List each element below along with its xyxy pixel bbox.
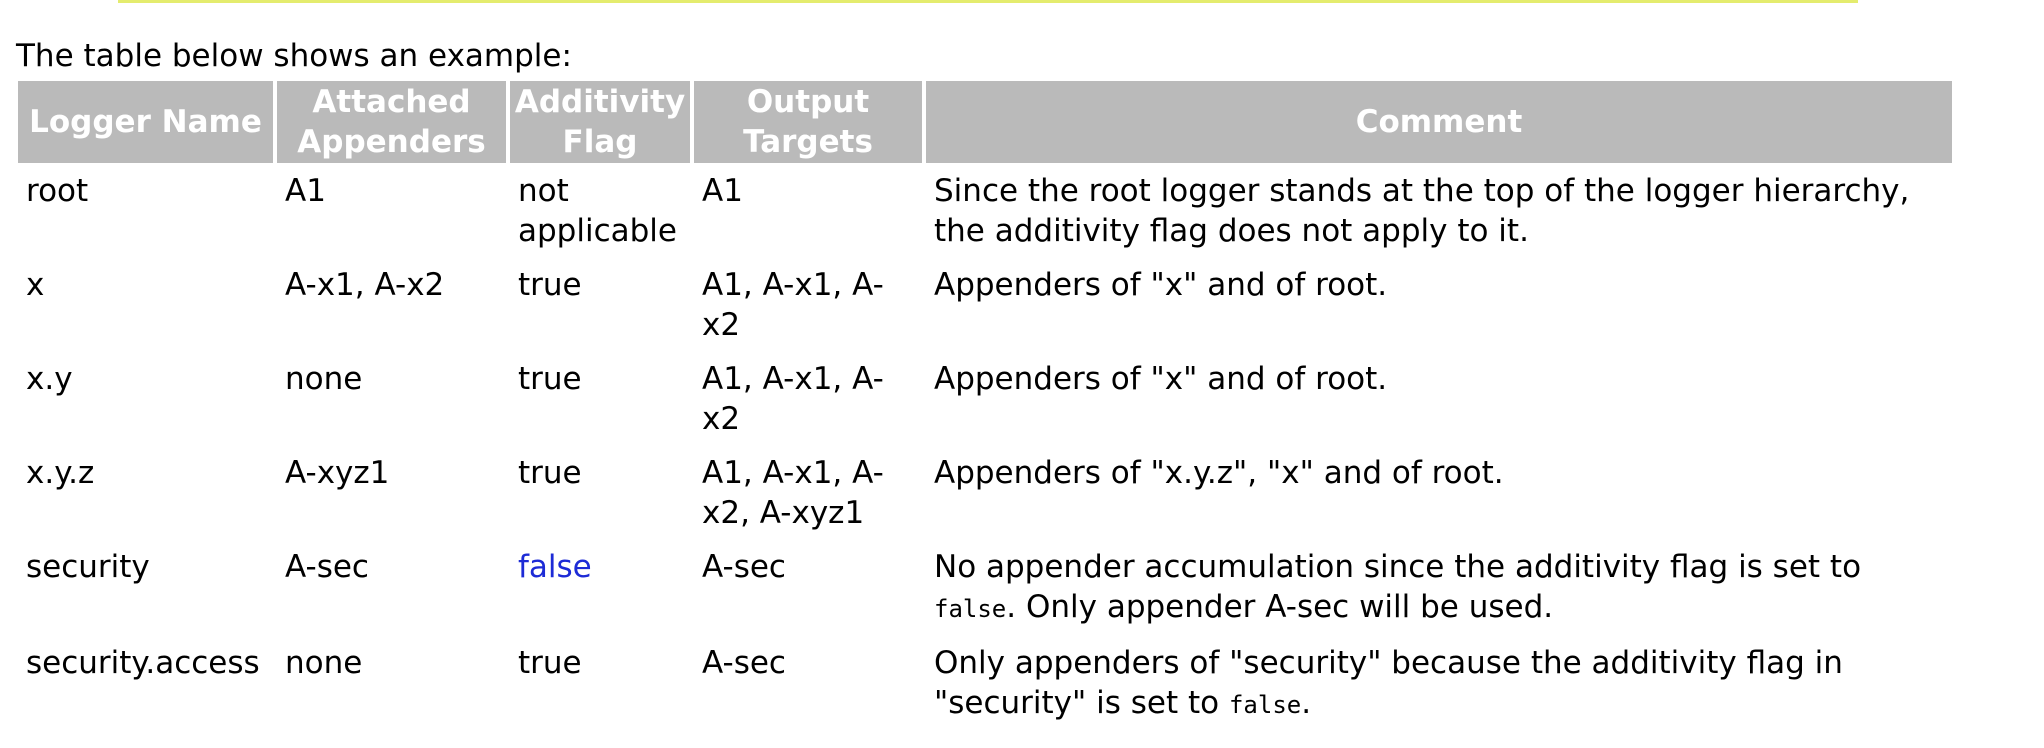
cell-output-targets: A-sec [702, 549, 786, 585]
top-highlight-bar [118, 0, 1858, 3]
cell-comment: Appenders of "x.y.z", "x" and of root. [934, 455, 1504, 491]
table-row: x.y none true A1, A-x1, A-x2 Appenders o… [18, 355, 1952, 445]
cell-logger-name: x.y [26, 361, 73, 397]
cell-attached-appenders: A-xyz1 [285, 455, 390, 491]
table-row: x A-x1, A-x2 true A1, A-x1, A-x2 Appende… [18, 261, 1952, 351]
comment-text: Only appenders of "security" because the… [934, 645, 1843, 721]
cell-output-targets: A-sec [702, 645, 786, 681]
comment-text: . [1301, 685, 1312, 721]
table-row: security A-sec false A-sec No appender a… [18, 543, 1952, 635]
cell-output-targets: A1, A-x1, A-x2, A-xyz1 [702, 455, 884, 531]
cell-attached-appenders: A-sec [285, 549, 369, 585]
cell-attached-appenders: A-x1, A-x2 [285, 267, 445, 303]
cell-output-targets: A1, A-x1, A-x2 [702, 267, 884, 343]
table-header-row: Logger Name Attached Appenders Additivit… [18, 81, 1952, 163]
table-row: security.access none true A-sec Only app… [18, 639, 1952, 731]
cell-comment: No appender accumulation since the addit… [926, 543, 1952, 635]
cell-comment: Only appenders of "security" because the… [926, 639, 1952, 731]
logger-example-table: Logger Name Attached Appenders Additivit… [14, 77, 1956, 735]
intro-text: The table below shows an example: [16, 38, 572, 74]
comment-text: No appender accumulation since the addit… [934, 549, 1862, 585]
cell-additivity-flag: not applicable [518, 173, 677, 249]
cell-comment: Appenders of "x" and of root. [934, 361, 1388, 397]
comment-code: false [1228, 691, 1302, 719]
cell-logger-name: x.y.z [26, 455, 95, 491]
cell-attached-appenders: A1 [285, 173, 326, 209]
cell-logger-name: security.access [26, 645, 260, 681]
header-logger-name: Logger Name [18, 81, 273, 163]
cell-logger-name: x [26, 267, 45, 303]
table-row: root A1 not applicable A1 Since the root… [18, 167, 1952, 257]
cell-logger-name: root [26, 173, 89, 209]
header-additivity-flag: Additivity Flag [510, 81, 690, 163]
header-attached-appenders: Attached Appenders [277, 81, 506, 163]
cell-comment: Appenders of "x" and of root. [934, 267, 1388, 303]
cell-attached-appenders: none [285, 361, 363, 397]
cell-additivity-flag: true [518, 267, 582, 303]
header-comment: Comment [926, 81, 1952, 163]
cell-additivity-flag: true [518, 455, 582, 491]
comment-text: . Only appender A-sec will be used. [1006, 589, 1554, 625]
cell-logger-name: security [26, 549, 150, 585]
header-output-targets: Output Targets [694, 81, 922, 163]
cell-additivity-flag: true [518, 361, 582, 397]
cell-additivity-flag: true [518, 645, 582, 681]
table-row: x.y.z A-xyz1 true A1, A-x1, A-x2, A-xyz1… [18, 449, 1952, 539]
comment-code: false [934, 595, 1007, 623]
cell-output-targets: A1, A-x1, A-x2 [702, 361, 884, 437]
cell-additivity-flag-highlighted: false [518, 549, 592, 585]
cell-attached-appenders: none [285, 645, 363, 681]
cell-comment: Since the root logger stands at the top … [934, 173, 1910, 249]
cell-output-targets: A1 [702, 173, 743, 209]
